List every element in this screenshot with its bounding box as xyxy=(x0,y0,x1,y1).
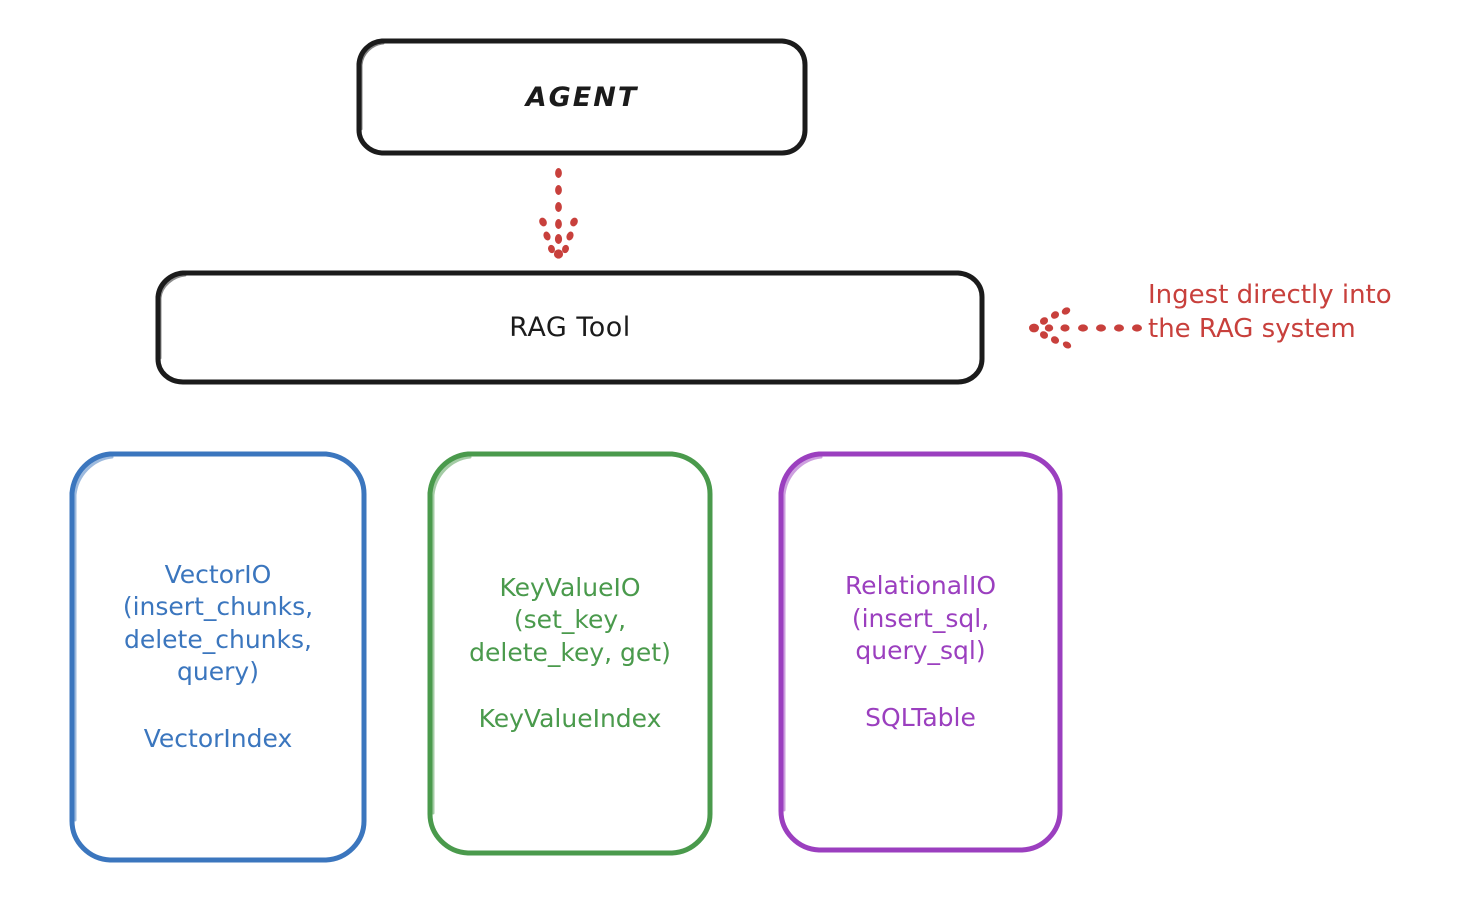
connector-ingest-arrow xyxy=(1029,307,1142,349)
annotation-ingest-text: Ingest directly into the RAG system xyxy=(1148,280,1392,345)
node-vector-io-secondary-label: VectorIndex xyxy=(143,723,293,753)
node-rag-tool-label: RAG Tool xyxy=(509,312,631,343)
node-vector-io[interactable]: VectorIO (insert_chunks, delete_chunks, … xyxy=(68,450,368,864)
node-relational-io-label: RelationalIO (insert_sql, query_sql) xyxy=(844,571,997,665)
node-key-value-io-label: KeyValueIO (set_key, delete_key, get) xyxy=(469,572,671,667)
node-rag-tool[interactable]: RAG Tool xyxy=(155,270,985,385)
connector-agent-to-rag-tool xyxy=(539,168,578,259)
node-relational-io-secondary-label: SQLTable xyxy=(865,702,976,732)
node-key-value-io[interactable]: KeyValueIO (set_key, delete_key, get) Ke… xyxy=(426,450,714,857)
node-agent-label: AGENT xyxy=(525,81,639,113)
node-relational-io[interactable]: RelationalIO (insert_sql, query_sql) SQL… xyxy=(777,450,1064,854)
node-key-value-io-secondary-label: KeyValueIndex xyxy=(478,704,662,733)
node-agent[interactable]: AGENT xyxy=(356,38,808,156)
node-vector-io-label: VectorIO (insert_chunks, delete_chunks, … xyxy=(122,559,314,687)
